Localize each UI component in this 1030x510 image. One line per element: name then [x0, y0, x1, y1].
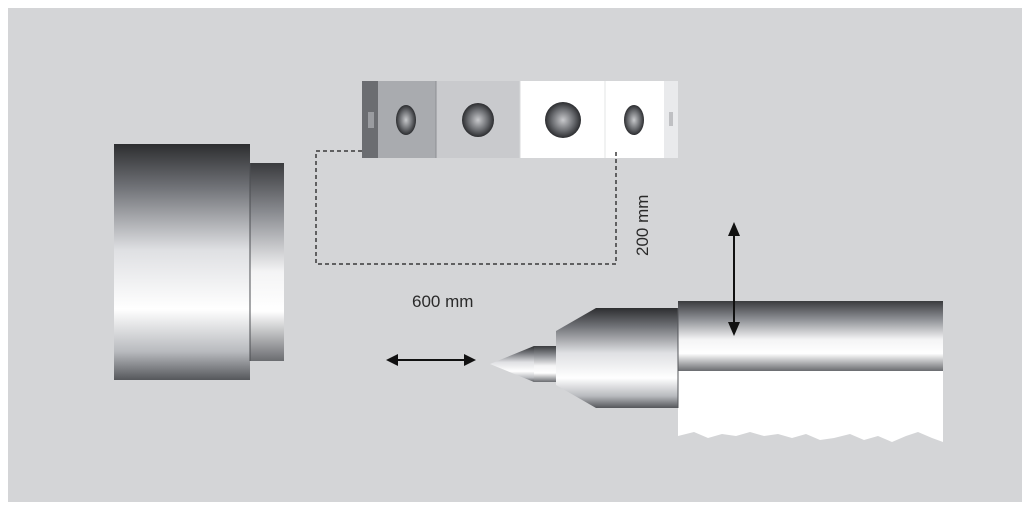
double-headed-horizontal-arrow-icon [386, 354, 476, 366]
double-headed-vertical-arrow-icon [728, 222, 740, 336]
tool-hole [462, 103, 494, 137]
tool-hole [624, 105, 644, 135]
tool-hole [545, 102, 581, 138]
vertical-travel-label: 200 mm [633, 195, 652, 256]
tailstock [490, 301, 943, 442]
headstock-chuck [114, 144, 284, 380]
travel-range-outline [315, 150, 617, 265]
tool-hole [396, 105, 416, 135]
lathe-diagram: 200 mm 600 mm [8, 8, 1022, 502]
tool-turret-bar [362, 81, 678, 158]
horizontal-travel-label: 600 mm [412, 292, 473, 311]
